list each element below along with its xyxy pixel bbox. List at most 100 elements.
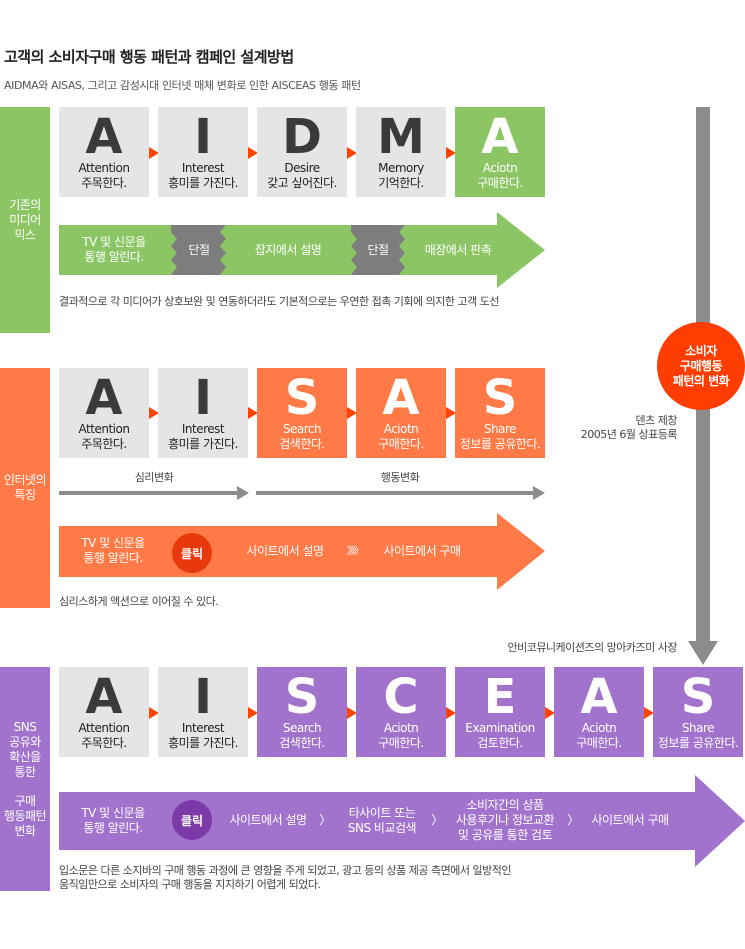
arrow-icon bbox=[248, 407, 258, 419]
s3-flow-arrow bbox=[59, 775, 745, 867]
arrow-icon bbox=[347, 407, 357, 419]
arrow-icon bbox=[347, 147, 357, 159]
s3-flow-step4: 소비자간의 상품 사용후기나 정보교환 및 공유를 통한 검토 bbox=[455, 798, 555, 842]
page-title: 고객의 소비자구매 행동 패턴과 캠페인 설계방법 bbox=[4, 48, 294, 66]
s3-card-search: S Search 검색한다. bbox=[257, 667, 347, 757]
click-button[interactable]: 클릭 bbox=[172, 800, 212, 840]
section2-sidebar: 인터넷의 특징 bbox=[0, 368, 50, 608]
s1-flow-step3: 매장에서 판촉 bbox=[424, 243, 492, 257]
s3-card-letter: A bbox=[580, 669, 618, 725]
arrow-icon bbox=[248, 707, 258, 719]
s2-card-share: S Share 정보를 공유한다. bbox=[455, 368, 545, 458]
s1-card-letter: I bbox=[194, 109, 212, 165]
s3-card-label: Interest 흥미를 가진다. bbox=[168, 721, 238, 750]
s1-card-label: Attention 주목한다. bbox=[78, 161, 130, 190]
s2-card-label: Attention 주목한다. bbox=[78, 422, 130, 451]
s3-card-examination: E Examination 검토한다. bbox=[455, 667, 545, 757]
s3-sidebar-top: SNS 공유와 확산을 통한 bbox=[9, 719, 41, 779]
s3-card-label: Aciotn 구매한다. bbox=[576, 721, 622, 750]
s2-card-label: Share 정보를 공유한다. bbox=[459, 422, 541, 451]
s2-flow-step2: 사이트에서 설명 bbox=[246, 544, 324, 558]
s1-card-memory: M Memory 기억한다. bbox=[356, 107, 446, 197]
s1-card-label: Desire 갖고 싶어진다. bbox=[267, 161, 337, 190]
chevron-right-icon: 〉 bbox=[567, 813, 579, 827]
s3-card-letter: C bbox=[383, 669, 419, 725]
behavior-label: 행동변화 bbox=[380, 471, 420, 484]
s2-flow-arrow bbox=[59, 513, 545, 590]
psych-label: 심리변화 bbox=[134, 471, 174, 484]
page-subtitle: AIDMA와 AISAS, 그리고 감성시대 인터넷 매체 변화로 인한 AIS… bbox=[4, 79, 361, 92]
section1-sidebar: 기존의 미디어 믹스 bbox=[0, 107, 50, 333]
s1-card-letter: D bbox=[282, 109, 322, 165]
psych-arrow bbox=[59, 486, 249, 500]
s3-note: 입소문은 다른 소지바의 구매 행동 과정에 큰 영향을 주게 되었고, 광고 … bbox=[59, 864, 511, 891]
s3-card-label: Search 검색한다. bbox=[279, 721, 325, 750]
s3-flow-step2: 사이트에서 설명 bbox=[229, 813, 307, 827]
s1-card-label: Memory 기억한다. bbox=[378, 161, 424, 190]
change-circle: 소비자 구매행동 패턴의 변화 bbox=[657, 322, 745, 410]
s2-card-letter: S bbox=[482, 370, 518, 426]
s1-flow-badge1: 단절 bbox=[188, 243, 210, 257]
s3-card-label: Aciotn 구매한다. bbox=[378, 721, 424, 750]
s2-card-label: Search 검색한다. bbox=[279, 422, 325, 451]
arrow-icon bbox=[149, 147, 159, 159]
arrow-icon bbox=[248, 147, 258, 159]
s2-note: 심리스하게 액션으로 이어질 수 있다. bbox=[59, 595, 219, 608]
s2-card-letter: A bbox=[85, 370, 123, 426]
arrow-icon bbox=[446, 147, 456, 159]
behavior-arrow bbox=[256, 486, 545, 500]
s3-card-letter: E bbox=[483, 669, 517, 725]
s3-card-share: S Share 정보를 공유한다. bbox=[653, 667, 743, 757]
s1-card-letter: M bbox=[377, 109, 425, 165]
dentsu-note: 덴츠 제창 2005년 6월 상표등록 bbox=[580, 414, 678, 441]
s2-flow-step1: TV 및 신문을 통행 알린다. bbox=[81, 536, 145, 565]
chevron-right-icon: 〉 bbox=[431, 813, 443, 827]
click-button[interactable]: 클릭 bbox=[172, 533, 212, 573]
s3-card-letter: S bbox=[680, 669, 716, 725]
s1-flow-badge2: 단절 bbox=[367, 243, 389, 257]
s2-card-attention: A Attention 주목한다. bbox=[59, 368, 149, 458]
s1-card-letter: A bbox=[481, 109, 519, 165]
s3-card-letter: S bbox=[284, 669, 320, 725]
s3-card-attention: A Attention 주목한다. bbox=[59, 667, 149, 757]
s1-flow-step1: TV 및 신문을 통행 알린다. bbox=[82, 235, 146, 264]
s1-card-interest: I Interest 흥미를 가진다. bbox=[158, 107, 248, 197]
s1-card-label: Interest 흥미를 가진다. bbox=[168, 161, 238, 190]
s1-note: 결과적으로 각 미디어가 상호보완 및 연동하더라도 기본적으로는 우연한 접촉… bbox=[59, 295, 500, 308]
section3-sidebar: SNS 공유와 확산을 통한 구매 행동패턴 변화 bbox=[0, 667, 50, 891]
s3-card-letter: I bbox=[194, 669, 212, 725]
s2-flow-step3: 사이트에서 구매 bbox=[383, 544, 461, 558]
s2-card-label: Aciotn 구매한다. bbox=[378, 422, 424, 451]
s2-card-letter: I bbox=[194, 370, 212, 426]
s3-card-label: Examination 검토한다. bbox=[465, 721, 535, 750]
arrow-icon bbox=[446, 407, 456, 419]
chevrons-icon: 〉〉〉〉〉 bbox=[346, 546, 365, 557]
change-circle-text: 소비자 구매행동 패턴의 변화 bbox=[672, 343, 730, 388]
s2-card-interest: I Interest 흥미를 가진다. bbox=[158, 368, 248, 458]
s2-card-action: A Aciotn 구매한다. bbox=[356, 368, 446, 458]
arrow-icon bbox=[446, 707, 456, 719]
s3-card-label: Attention 주목한다. bbox=[78, 721, 130, 750]
s3-flow-step3: 타사이트 또는 SNS 비교검색 bbox=[347, 806, 417, 835]
s3-card-label: Share 정보를 공유한다. bbox=[657, 721, 739, 750]
arrow-icon bbox=[347, 707, 357, 719]
click-label: 클릭 bbox=[180, 546, 204, 561]
arrow-icon bbox=[149, 707, 159, 719]
s1-card-action: A Aciotn 구매한다. bbox=[455, 107, 545, 197]
s3-card-interest: I Interest 흥미를 가진다. bbox=[158, 667, 248, 757]
s2-card-letter: A bbox=[382, 370, 420, 426]
anvi-note: 안비코뮤니케이션즈의 망아카즈미 사장 bbox=[507, 641, 677, 654]
s3-flow-step5: 사이트에서 구매 bbox=[591, 813, 669, 827]
click-label: 클릭 bbox=[180, 813, 204, 828]
s1-card-attention: A Attention 주목한다. bbox=[59, 107, 149, 197]
arrow-icon bbox=[644, 707, 654, 719]
s3-card-letter: A bbox=[85, 669, 123, 725]
s2-card-search: S Search 검색한다. bbox=[257, 368, 347, 458]
s2-card-label: Interest 흥미를 가진다. bbox=[168, 422, 238, 451]
arrow-icon bbox=[149, 407, 159, 419]
s3-card-compare: C Aciotn 구매한다. bbox=[356, 667, 446, 757]
s2-card-letter: S bbox=[284, 370, 320, 426]
chevron-right-icon: 〉 bbox=[319, 813, 331, 827]
s1-card-desire: D Desire 갖고 싶어진다. bbox=[257, 107, 347, 197]
s3-card-action: A Aciotn 구매한다. bbox=[554, 667, 644, 757]
